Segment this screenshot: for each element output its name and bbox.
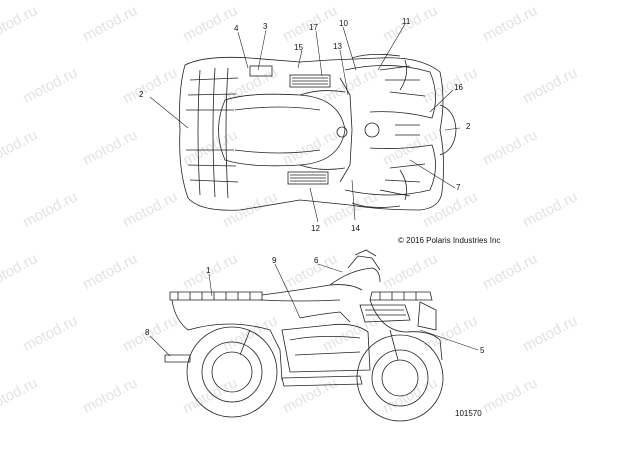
callout-2-left: 2 [139, 90, 144, 99]
callout-16: 16 [454, 83, 463, 92]
atv-top-view [179, 54, 457, 211]
leader-lines-side [149, 263, 479, 357]
callout-11: 11 [402, 17, 411, 26]
callout-5: 5 [480, 346, 485, 355]
callout-2-right: 2 [466, 122, 471, 131]
part-number: 101570 [455, 409, 482, 418]
copyright-notice: © 2016 Polaris Industries Inc [398, 236, 501, 245]
callout-10: 10 [339, 19, 348, 28]
callout-1: 1 [206, 266, 211, 275]
callout-9: 9 [272, 256, 277, 265]
callout-7: 7 [456, 183, 461, 192]
callout-13: 13 [333, 42, 342, 51]
callout-4: 4 [234, 24, 239, 33]
callout-8: 8 [145, 328, 150, 337]
callout-12: 12 [311, 224, 320, 233]
callout-6: 6 [314, 256, 319, 265]
callout-15: 15 [294, 43, 303, 52]
atv-side-view [164, 249, 444, 422]
callout-3: 3 [263, 22, 268, 31]
callout-17: 17 [309, 23, 318, 32]
leader-lines-top [149, 23, 461, 223]
callout-14: 14 [351, 224, 360, 233]
